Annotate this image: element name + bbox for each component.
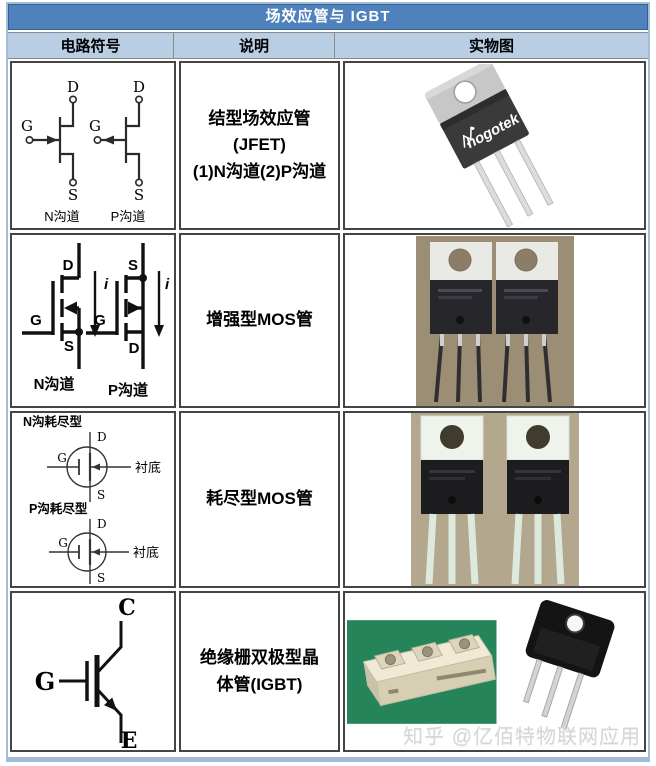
watermark: 知乎 @亿佰特物联网应用 [403, 726, 641, 748]
igbt-collector-label: C [118, 595, 136, 621]
igbt-emitter-label: E [121, 728, 138, 751]
jfet-n-caption: N沟道 [44, 209, 79, 224]
mos-n-gate-label: G [30, 312, 42, 329]
n-arrow-icon [47, 135, 58, 144]
depletion-mos-description: 耗尽型MOS管 [179, 411, 340, 588]
page-title: 场效应管与 IGBT [8, 4, 648, 30]
table-header-row: 电路符号 说明 实物图 [8, 32, 648, 59]
depletion-mos-photo-cell [343, 411, 646, 588]
mos-p-drain-label: D [128, 340, 139, 357]
igbt-photo-cell: 知乎 @亿佰特物联网应用 [343, 591, 646, 752]
depletion-transistors-photo [410, 413, 579, 586]
mos-transistors-photo [415, 235, 574, 406]
mounting-hole-icon [565, 613, 585, 633]
depletion-n-source-label: S [97, 488, 105, 502]
enhancement-mos-description: 增强型MOS管 [179, 233, 340, 408]
depletion-p-drain-label: D [97, 517, 107, 531]
mos-n-current-label: i [104, 276, 109, 293]
jfet-n-gate-label: G [21, 117, 33, 135]
column-header-photo: 实物图 [468, 38, 514, 55]
mos-n-caption: N沟道 [33, 375, 74, 393]
depletion-n-substrate-label: 衬底 [135, 460, 161, 475]
mos-p-source-label: S [127, 257, 137, 274]
p-arrow-icon [103, 135, 114, 144]
depletion-mos-symbol-icon: N沟耗尽型 G D S 衬底 P沟耗尽型 G D [23, 414, 161, 585]
jfet-p-gate-label: G [89, 117, 101, 135]
depletion-n-drain-label: D [97, 430, 107, 444]
mos-p-current-label: i [165, 276, 170, 293]
jfet-n-drain-label: D [67, 78, 79, 96]
igbt-description: 绝缘栅双极型晶 体管(IGBT) [179, 591, 340, 752]
mos-n-drain-label: D [62, 257, 73, 274]
jfet-photo-cell: hogotek [343, 61, 646, 230]
to220-photo: hogotek [424, 63, 554, 227]
depletion-p-source-label: S [97, 571, 105, 585]
enhancement-mos-symbol-icon: D G S i S G D i N沟道 P沟道 [21, 243, 170, 399]
jfet-description: 结型场效应管 (JFET) (1)N沟道(2)P沟道 [179, 61, 340, 230]
depletion-p-label: P沟耗尽型 [29, 501, 88, 516]
depletion-p-substrate-label: 衬底 [133, 545, 159, 560]
jfet-n-source-label: S [68, 186, 78, 204]
enhancement-mos-photo-cell [343, 233, 646, 408]
mos-p-caption: P沟道 [107, 381, 147, 399]
igbt-symbol-cell: G C E [10, 591, 176, 752]
depletion-p-gate-label: G [58, 536, 68, 550]
jfet-symbol-icon: D S G D S G N沟道 P沟道 [21, 78, 146, 224]
igbt-symbol-icon: G C E [35, 595, 138, 751]
column-header-symbol: 电路符号 [8, 33, 174, 58]
jfet-p-caption: P沟道 [111, 209, 146, 224]
jfet-p-source-label: S [134, 186, 144, 204]
enhancement-mos-symbol-cell: D G S i S G D i N沟道 P沟道 [10, 233, 176, 408]
mounting-hole-icon [453, 79, 477, 104]
table-frame: 场效应管与 IGBT 电路符号 说明 实物图 D S G [6, 2, 650, 762]
brand-logo-icon [462, 126, 472, 148]
mos-n-source-label: S [63, 338, 73, 355]
mos-p-gate-label: G [94, 312, 106, 329]
table-body: D S G D S G N沟道 P沟道 结型场效应管 (JFET) (1)N沟道… [8, 59, 648, 754]
jfet-symbol-cell: D S G D S G N沟道 P沟道 [10, 61, 176, 230]
depletion-n-label: N沟耗尽型 [23, 414, 83, 429]
jfet-p-drain-label: D [133, 78, 145, 96]
column-header-description: 说明 [174, 33, 335, 58]
igbt-gate-label: G [35, 667, 56, 696]
depletion-n-gate-label: G [57, 451, 67, 465]
igbt-module-photo [346, 599, 615, 730]
depletion-mos-symbol-cell: N沟耗尽型 G D S 衬底 P沟耗尽型 G D [10, 411, 176, 588]
